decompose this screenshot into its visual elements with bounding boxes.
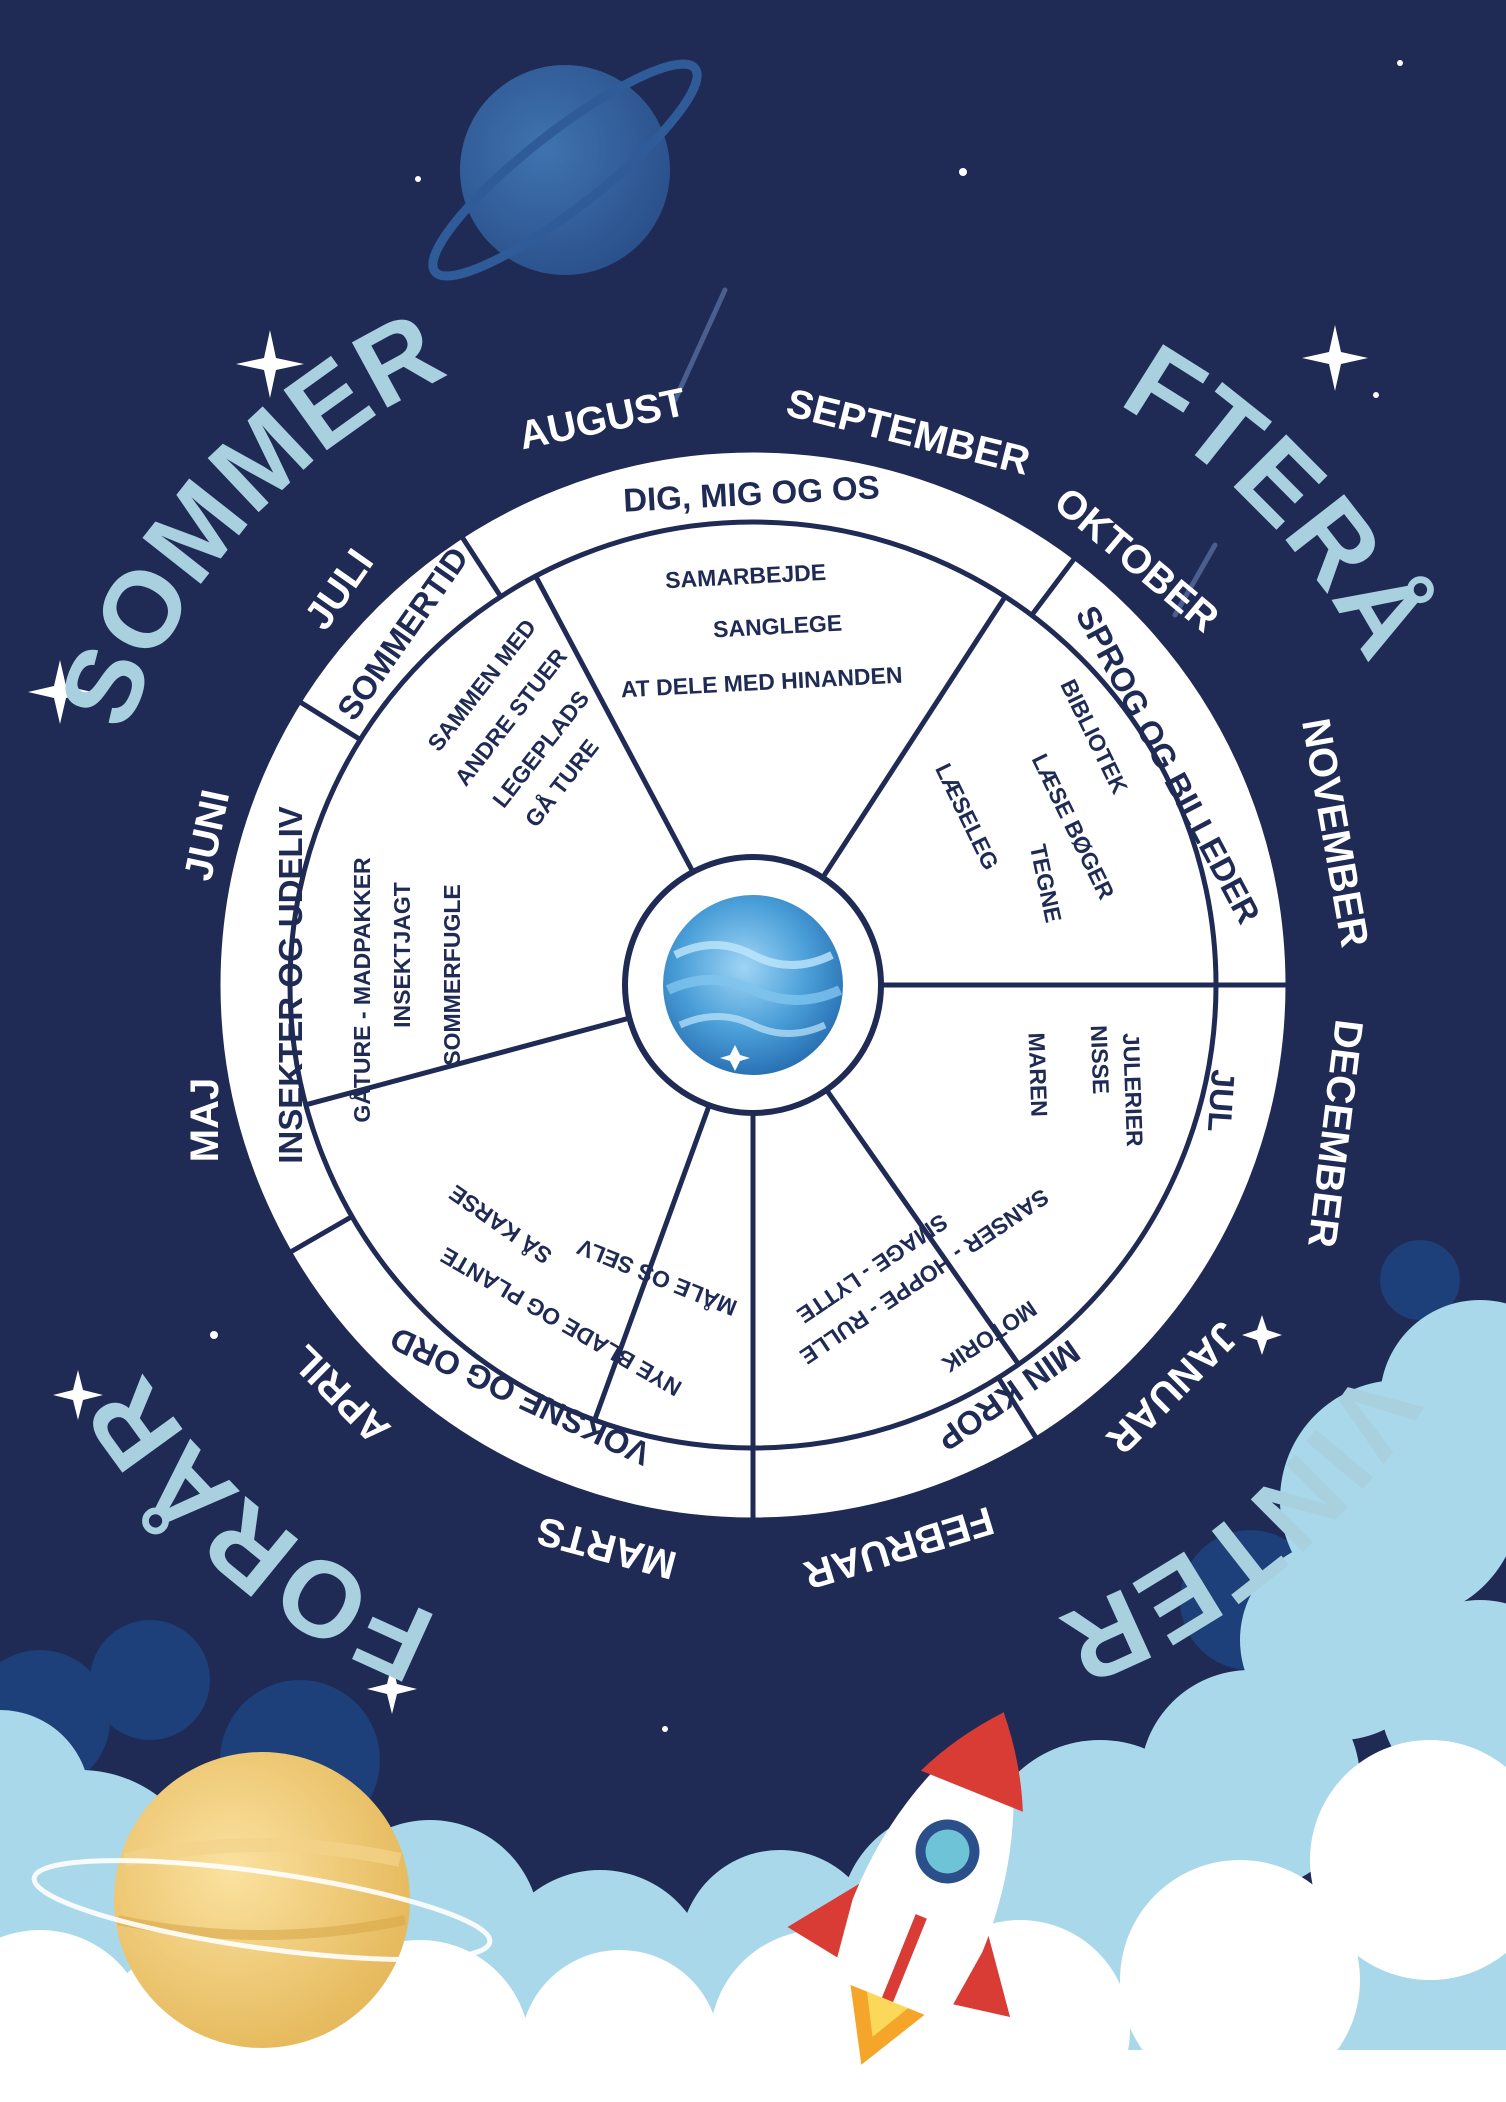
wheel-spoke — [305, 1015, 631, 1108]
rocket-illustration — [787, 1712, 1023, 2065]
ring-divider — [288, 1214, 354, 1255]
sparkle-icon — [236, 330, 304, 398]
center-planet-icon — [663, 895, 843, 1075]
activities-jul: JULERIER NISSE MAREN — [1024, 1025, 1148, 1148]
ring-divider — [996, 1376, 1039, 1441]
wheel-spoke — [824, 1088, 1021, 1366]
sparkle-icon — [1302, 325, 1368, 391]
activity-item: INSEKTJAGT — [389, 882, 415, 1028]
activity-item: GÅTURE - MADPAKKER — [348, 857, 375, 1123]
activity-item: JULERIER — [1118, 1032, 1148, 1147]
year-wheel — [215, 447, 1291, 1523]
sparkle-icon — [1242, 1315, 1282, 1355]
ring-divider — [459, 534, 503, 599]
ring-divider — [297, 699, 362, 742]
activities-insekter: GÅTURE - MADPAKKER INSEKTJAGT SOMMERFUGL… — [348, 857, 465, 1123]
wheel-dividers — [288, 534, 1288, 1520]
wheel-spoke — [592, 1104, 712, 1421]
activity-item: NISSE — [1086, 1025, 1114, 1095]
sparkle-icon — [53, 1370, 103, 1420]
yellow-planet-illustration — [31, 1752, 493, 2048]
sparkle-icon — [28, 660, 92, 724]
ring-divider — [1029, 556, 1077, 617]
theme-label: JUL — [1201, 1068, 1242, 1133]
theme-label: INSEKTER OG UDELIV — [272, 806, 309, 1164]
activity-item: SOMMERFUGLE — [439, 884, 465, 1065]
activity-item: MAREN — [1024, 1032, 1053, 1117]
comet-decoration — [672, 287, 1218, 618]
wheel-spoke — [533, 575, 696, 874]
wheel-spoke — [820, 595, 1008, 880]
month-label: MAJ — [183, 1078, 227, 1162]
sparkle-icon — [367, 1664, 417, 1714]
ringed-planet-illustration — [428, 59, 702, 281]
